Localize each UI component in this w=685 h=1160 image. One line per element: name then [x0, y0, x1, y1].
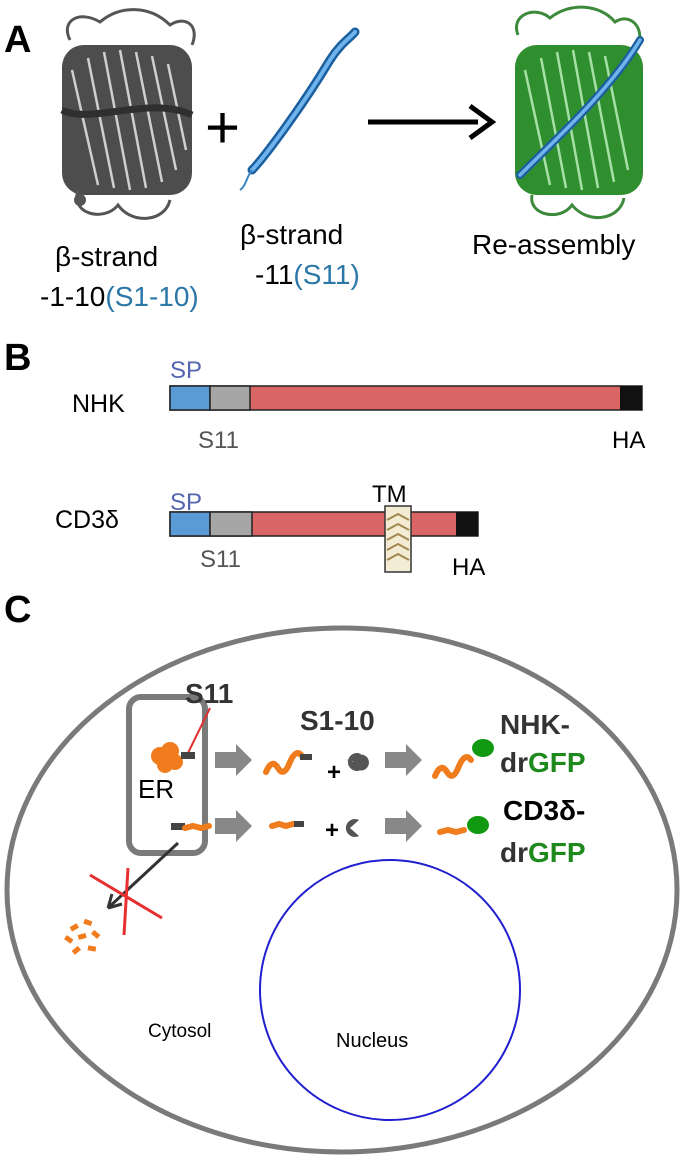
row1-plus: + [327, 759, 341, 786]
s11-pointer-line [187, 707, 211, 754]
s11-label-line2: -11(S11) [255, 259, 360, 290]
panel-b-letter: B [4, 337, 31, 379]
cd3-tm-domain [384, 505, 412, 573]
nhk-name-label: NHK [72, 390, 125, 418]
row1-arrows [215, 744, 422, 776]
row2-s1-10-fragment [345, 819, 359, 838]
row2-plus: + [325, 817, 339, 844]
nhk-drgfp-label-line1: NHK- [500, 709, 570, 740]
nhk-s11-domain [209, 385, 251, 411]
degradation-arrow [106, 841, 180, 910]
cd3-ha-label: HA [452, 554, 485, 581]
cd3-drgfp-label-line1: CD3δ- [503, 795, 585, 826]
cd3-er-protein [171, 822, 212, 832]
s11-strand-illustration [239, 27, 360, 191]
cell-membrane [4, 625, 680, 1155]
nhk-ha-label: HA [612, 427, 645, 454]
cd3-sp-domain [169, 511, 211, 537]
cd3-ha-tag [456, 512, 478, 536]
cd3-s11-domain [209, 511, 253, 537]
nhk-construct-bar [169, 385, 643, 411]
panel-a-letter: A [4, 19, 31, 61]
s11-pointer-label: S11 [185, 678, 233, 709]
er-label: ER [138, 774, 174, 804]
nhk-drgfp-product [432, 739, 494, 779]
s11-label-line1: β-strand [240, 219, 343, 250]
panel-a-plus: + [205, 94, 240, 161]
nhk-sp-domain [169, 385, 211, 411]
cd3-tm-label: TM [372, 481, 407, 508]
nucleus [259, 859, 521, 1121]
cd3-drgfp-label-line2: drGFP [500, 837, 586, 868]
cd3-cytosolic-protein [269, 820, 304, 830]
cd3-name-label: CD3δ [55, 506, 119, 534]
nhk-ha-tag [620, 386, 642, 410]
nhk-drgfp-label-line2: drGFP [500, 747, 586, 778]
s1-10-label-line2: -1-10(S1-10) [40, 281, 199, 312]
s1-10-barrel-illustration [60, 8, 196, 220]
panel-c-letter: C [4, 589, 31, 631]
reassembly-label: Re-assembly [472, 229, 635, 260]
cytosol-label: Cytosol [148, 1021, 211, 1042]
row1-s1-10-fragment [345, 754, 369, 771]
cd3-drgfp-product [437, 816, 489, 836]
nhk-cytosolic-protein [263, 750, 312, 775]
nucleus-label: Nucleus [336, 1030, 408, 1052]
blocked-x-icon [89, 867, 163, 936]
cd3-construct-bar [169, 505, 479, 573]
s1-10-label-line1: β-strand [55, 241, 158, 272]
nhk-sp-label: SP [170, 357, 202, 384]
row1-s1-10-fragment-shape [347, 753, 361, 771]
nhk-s11-label: S11 [198, 427, 239, 454]
nhk-misfolded-protein [151, 742, 195, 773]
reaction-arrow [368, 103, 497, 141]
degraded-fragments [64, 918, 101, 955]
cd3-s11-label: S11 [200, 546, 241, 573]
reassembled-gfp-illustration [515, 5, 644, 220]
s1-10-pointer-label: S1-10 [300, 705, 375, 736]
row2-arrows [215, 810, 422, 842]
